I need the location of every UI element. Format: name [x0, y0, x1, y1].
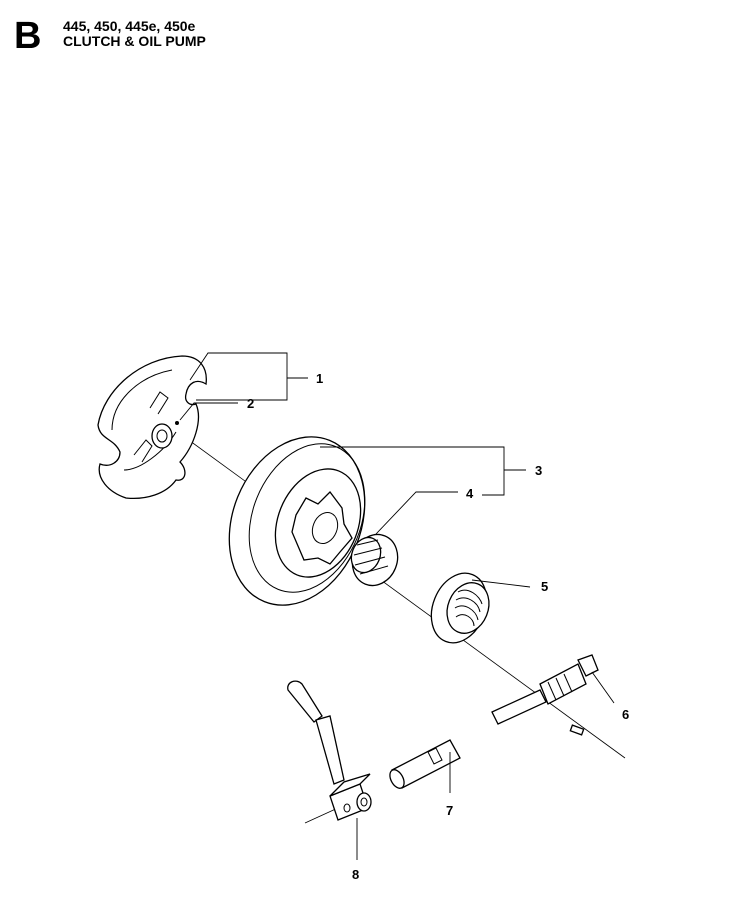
- pump-shaft-part: [491, 654, 599, 736]
- callout-2: 2: [247, 396, 254, 411]
- leader-2: [179, 402, 238, 421]
- pump-piston-part: [389, 739, 461, 789]
- callout-3: 3: [535, 463, 542, 478]
- clutch-drum-part: [228, 436, 366, 606]
- callout-6: 6: [622, 707, 629, 722]
- callout-5: 5: [541, 579, 548, 594]
- callout-7: 7: [446, 803, 453, 818]
- oil-pump-lever-part: [287, 680, 372, 821]
- leader-4: [375, 491, 458, 535]
- worm-gear-part: [430, 572, 490, 644]
- section-letter: B: [14, 15, 42, 57]
- leader-3: [320, 446, 505, 496]
- model-list: 445, 450, 445e, 450e: [63, 18, 196, 34]
- assembly-axis: [174, 429, 626, 759]
- needle-bearing-part: [350, 533, 399, 587]
- clutch-part: [97, 355, 207, 500]
- callout-1: 1: [316, 371, 323, 386]
- diagram-title: CLUTCH & OIL PUMP: [63, 33, 206, 49]
- leader-6: [591, 671, 615, 704]
- spring-marker: [175, 421, 179, 425]
- leader-5: [471, 579, 531, 588]
- callout-4: 4: [466, 486, 474, 501]
- callout-8: 8: [352, 867, 359, 882]
- leader-1: [189, 352, 288, 401]
